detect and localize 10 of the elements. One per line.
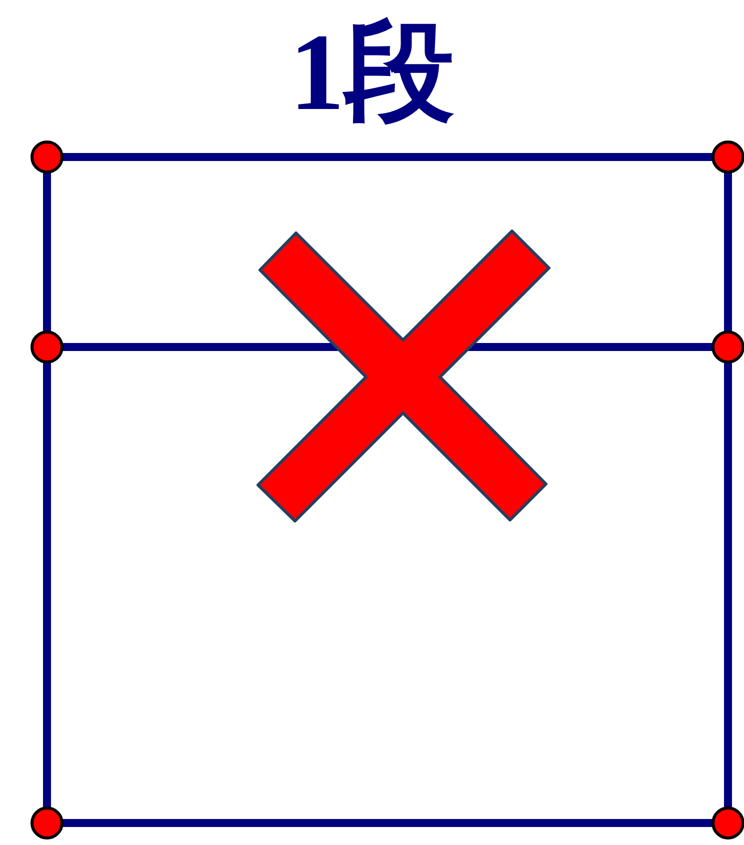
line [43, 363, 51, 807]
point-dot [30, 806, 64, 840]
title: 1段 [290, 12, 454, 132]
line [43, 173, 51, 331]
point-dot [30, 330, 64, 364]
line [724, 173, 732, 331]
line [63, 153, 712, 161]
point-dot [30, 140, 64, 174]
line [724, 363, 732, 807]
line [63, 819, 712, 827]
